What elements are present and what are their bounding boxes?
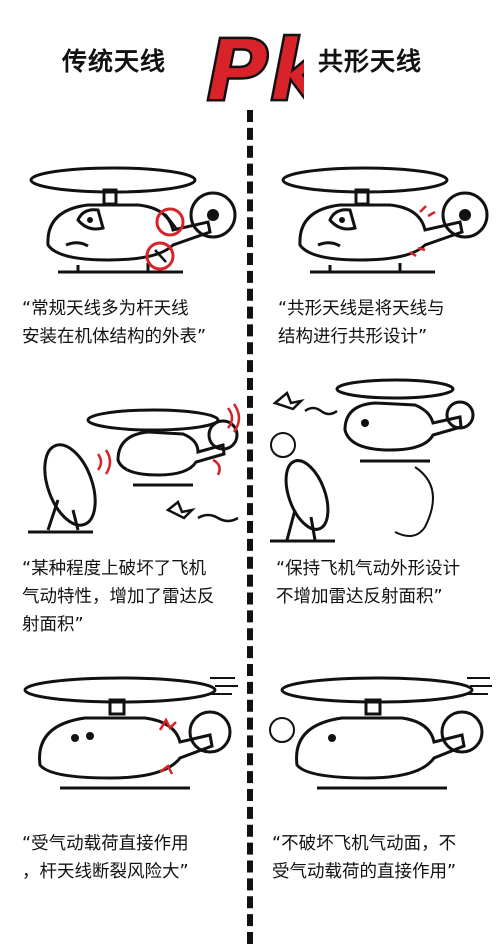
helicopter-conformal-antenna-illustration (281, 166, 489, 274)
caption-line: 气动特性，增加了雷达反 (22, 587, 215, 607)
left-caption-3: “受气动载荷直接作用 ，杆天线断裂风险大” (22, 830, 189, 886)
helicopter-conformal-flight-illustration (269, 676, 492, 790)
pk-logo: Pk (205, 20, 304, 112)
stealth-helicopter-illustration (270, 378, 475, 543)
caption-line: 结构进行共形设计” (278, 327, 428, 347)
pk-logo-text: Pk (206, 21, 304, 112)
helicopter-antenna-breaking-illustration (23, 676, 238, 790)
center-divider (247, 110, 253, 944)
caption-line: 射面积” (22, 615, 84, 635)
left-caption-2: “某种程度上破坏了飞机 气动特性，增加了雷达反 射面积” (22, 555, 215, 639)
caption-line: “不破坏飞机气动面，不 (272, 834, 457, 854)
right-caption-1: “共形天线是将天线与 结构进行共形设计” (278, 295, 445, 351)
radar-detects-helicopter-illustration (28, 403, 241, 534)
left-caption-1: “常规天线多为杆天线 安装在机体结构的外表” (22, 295, 206, 351)
right-caption-2: “保持飞机气动外形设计 不增加雷达反射面积” (276, 555, 460, 611)
caption-line: 受气动载荷的直接作用” (272, 862, 457, 882)
caption-line: “保持飞机气动外形设计 (276, 559, 461, 579)
caption-line: 安装在机体结构的外表” (22, 327, 207, 347)
caption-line: ，杆天线断裂风险大” (22, 862, 189, 882)
caption-line: “受气动载荷直接作用 (22, 834, 189, 854)
helicopter-rod-antenna-illustration (29, 166, 237, 274)
right-column-title: 共形天线 (318, 47, 423, 76)
right-caption-3: “不破坏飞机气动面，不 受气动载荷的直接作用” (272, 830, 456, 886)
caption-line: “某种程度上破坏了飞机 (22, 559, 207, 579)
left-column-title: 传统天线 (62, 47, 167, 76)
caption-line: 不增加雷达反射面积” (276, 587, 443, 607)
caption-line: “常规天线多为杆天线 (22, 299, 189, 319)
caption-line: “共形天线是将天线与 (278, 299, 445, 319)
